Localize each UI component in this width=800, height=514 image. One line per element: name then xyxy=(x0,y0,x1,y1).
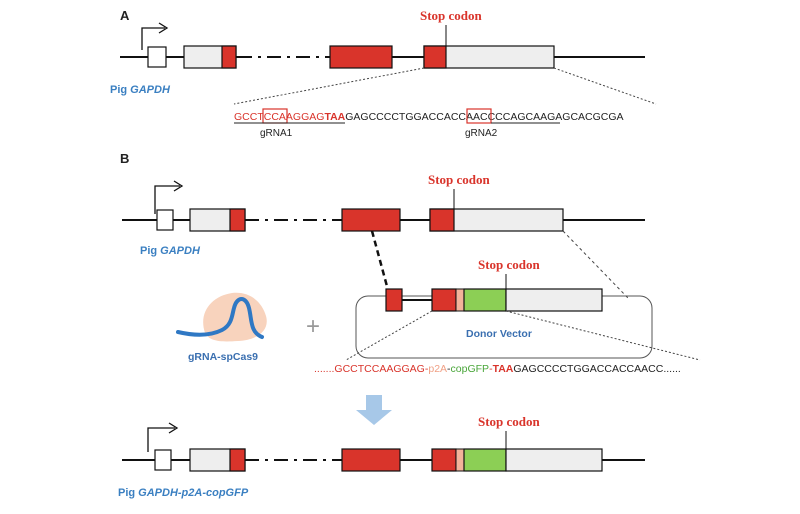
donor-zoom-right xyxy=(505,310,701,361)
panel-label-b: B xyxy=(120,151,129,166)
homology-arm-connector-left xyxy=(370,230,390,291)
exon-1-b xyxy=(156,209,174,231)
exon-2-coding-a xyxy=(221,45,237,69)
promoter-arrow-b xyxy=(154,185,180,214)
exon-1-a xyxy=(147,46,167,68)
plus-sign: + xyxy=(306,313,320,340)
pam-box-2 xyxy=(466,108,492,124)
donor-junction-sequence: .......GCCTCCAAGGAG-p2A-copGFP-TAAGAGCCC… xyxy=(314,363,681,375)
utr-result xyxy=(505,448,603,472)
exon-last-coding-result xyxy=(431,448,457,472)
stop-codon-label-a: Stop codon xyxy=(420,8,483,23)
target-sequence-a: GCCTCCAAGGAGTAAGAGCCCCTGGACCACCAACCCCAGC… xyxy=(234,111,624,123)
result-arrow-icon xyxy=(356,395,392,425)
homology-arm-connector-right xyxy=(562,230,629,299)
exon-last-coding-a xyxy=(423,45,447,69)
stop-codon-label-result: Stop codon xyxy=(478,414,541,429)
promoter-arrowhead-result xyxy=(168,422,179,434)
donor-copgfp xyxy=(463,288,507,312)
grna2-label: gRNA2 xyxy=(465,128,498,139)
grna-spcas9-label: gRNA-spCas9 xyxy=(188,351,258,363)
promoter-arrow-a xyxy=(141,27,165,50)
exon-mid-a xyxy=(329,45,393,69)
donor-p2a xyxy=(455,288,465,312)
donor-zoom-left xyxy=(345,310,433,361)
promoter-arrowhead-a xyxy=(158,22,169,34)
donor-vector-label: Donor Vector xyxy=(466,328,532,340)
grna1-label: gRNA1 xyxy=(260,128,293,139)
zoom-line-a-right xyxy=(553,67,657,105)
zoom-line-a-left xyxy=(233,67,425,105)
exon-last-coding-b xyxy=(429,208,455,232)
donor-exon-small xyxy=(385,288,403,312)
gene-label-result: Pig GAPDH-p2A-copGFP xyxy=(118,487,249,499)
gene-label-a: Pig GAPDH xyxy=(110,84,171,96)
exon-mid-b xyxy=(341,208,401,232)
stop-codon-label-b: Stop codon xyxy=(428,172,491,187)
promoter-arrow-result xyxy=(147,427,175,452)
panel-label-a: A xyxy=(120,8,130,23)
stop-codon-label-donor: Stop codon xyxy=(478,257,541,272)
exon-2-coding-result xyxy=(229,448,246,472)
p2a-result xyxy=(455,448,465,472)
grna-strand-icon xyxy=(176,297,264,339)
exon-mid-result xyxy=(341,448,401,472)
donor-utr xyxy=(505,288,603,312)
exon-1-result xyxy=(154,449,172,471)
copgfp-result xyxy=(463,448,507,472)
exon-2-coding-b xyxy=(229,208,246,232)
promoter-arrowhead-b xyxy=(173,180,184,192)
gene-label-b: Pig GAPDH xyxy=(140,245,201,257)
donor-coding xyxy=(431,288,457,312)
